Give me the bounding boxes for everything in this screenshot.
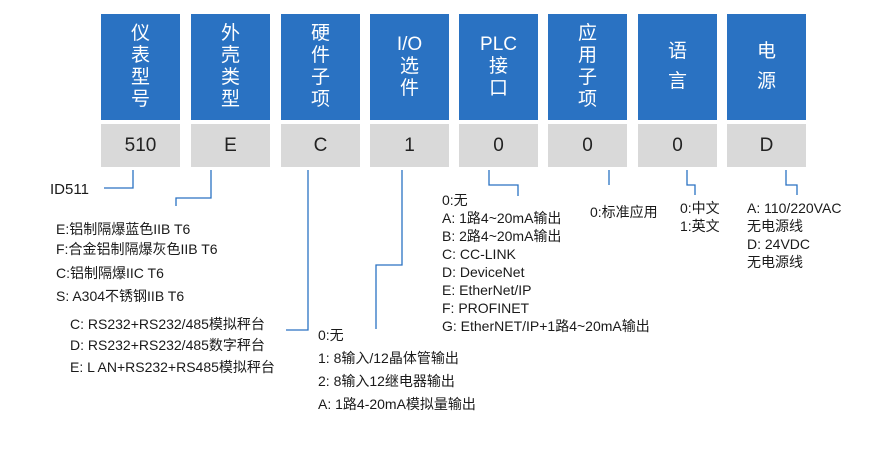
io-option: 2: 8输入12继电器输出 xyxy=(318,373,455,389)
code-app: 0 xyxy=(548,124,627,167)
power-option: A: 110/220VAC xyxy=(747,200,842,216)
language-option: 0:中文 xyxy=(680,200,720,216)
header-app: 应用子项 xyxy=(548,14,627,120)
hardware-option: C: RS232+RS232/485模拟秤台 xyxy=(70,316,265,332)
plc-option: C: CC-LINK xyxy=(442,246,516,262)
housing-option: F:合金铝制隔爆灰色IIB T6 xyxy=(56,241,218,257)
header-hardware-label: 硬件子项 xyxy=(310,23,330,110)
plc-option: A: 1路4~20mA输出 xyxy=(442,210,562,226)
code-plc: 0 xyxy=(459,124,538,167)
housing-option: E:铝制隔爆蓝色IIB T6 xyxy=(56,221,191,237)
code-housing: E xyxy=(191,124,270,167)
plc-option: E: EtherNet/IP xyxy=(442,282,532,298)
power-option: D: 24VDC xyxy=(747,236,811,252)
header-app-label: 应用子项 xyxy=(577,23,597,110)
connector-housing xyxy=(175,170,212,206)
plc-option: G: EtherNET/IP+1路4~20mA输出 xyxy=(442,318,650,334)
housing-option: S: A304不锈钢IIB T6 xyxy=(56,288,185,304)
hardware-option: E: L AN+RS232+RS485模拟秤台 xyxy=(70,359,275,375)
connector-language xyxy=(686,170,696,195)
header-hardware: 硬件子项 xyxy=(281,14,360,120)
code-model: 510 xyxy=(101,124,180,167)
plc-option: F: PROFINET xyxy=(442,300,530,316)
connector-model xyxy=(104,170,134,189)
connector-hardware xyxy=(286,170,309,331)
connector-power xyxy=(785,170,798,195)
io-option: 0:无 xyxy=(318,327,344,343)
plc-option: B: 2路4~20mA输出 xyxy=(442,228,562,244)
housing-option: C:铝制隔爆IIC T6 xyxy=(56,265,164,281)
code-hardware: C xyxy=(281,124,360,167)
header-power-label: 电源 xyxy=(756,41,776,92)
code-power: D xyxy=(727,124,806,167)
header-language: 语言 xyxy=(638,14,717,120)
model-id: ID511 xyxy=(50,181,89,198)
header-power: 电源 xyxy=(727,14,806,120)
connector-plc xyxy=(488,170,519,196)
power-option: 无电源线 xyxy=(747,254,803,270)
app-option: 0:标准应用 xyxy=(590,204,658,220)
power-option: 无电源线 xyxy=(747,218,803,234)
header-language-label: 语言 xyxy=(667,41,687,92)
header-housing: 外壳类型 xyxy=(191,14,270,120)
plc-option: 0:无 xyxy=(442,192,468,208)
header-model-label: 仪表型号 xyxy=(130,23,150,110)
code-language: 0 xyxy=(638,124,717,167)
io-option: A: 1路4-20mA模拟量输出 xyxy=(318,396,476,412)
connector-io xyxy=(375,170,403,329)
header-model: 仪表型号 xyxy=(101,14,180,120)
plc-option: D: DeviceNet xyxy=(442,264,525,280)
code-io: 1 xyxy=(370,124,449,167)
hardware-option: D: RS232+RS232/485数字秤台 xyxy=(70,337,265,353)
header-housing-label: 外壳类型 xyxy=(220,23,240,110)
language-option: 1:英文 xyxy=(680,218,720,234)
io-option: 1: 8输入/12晶体管输出 xyxy=(318,350,459,366)
